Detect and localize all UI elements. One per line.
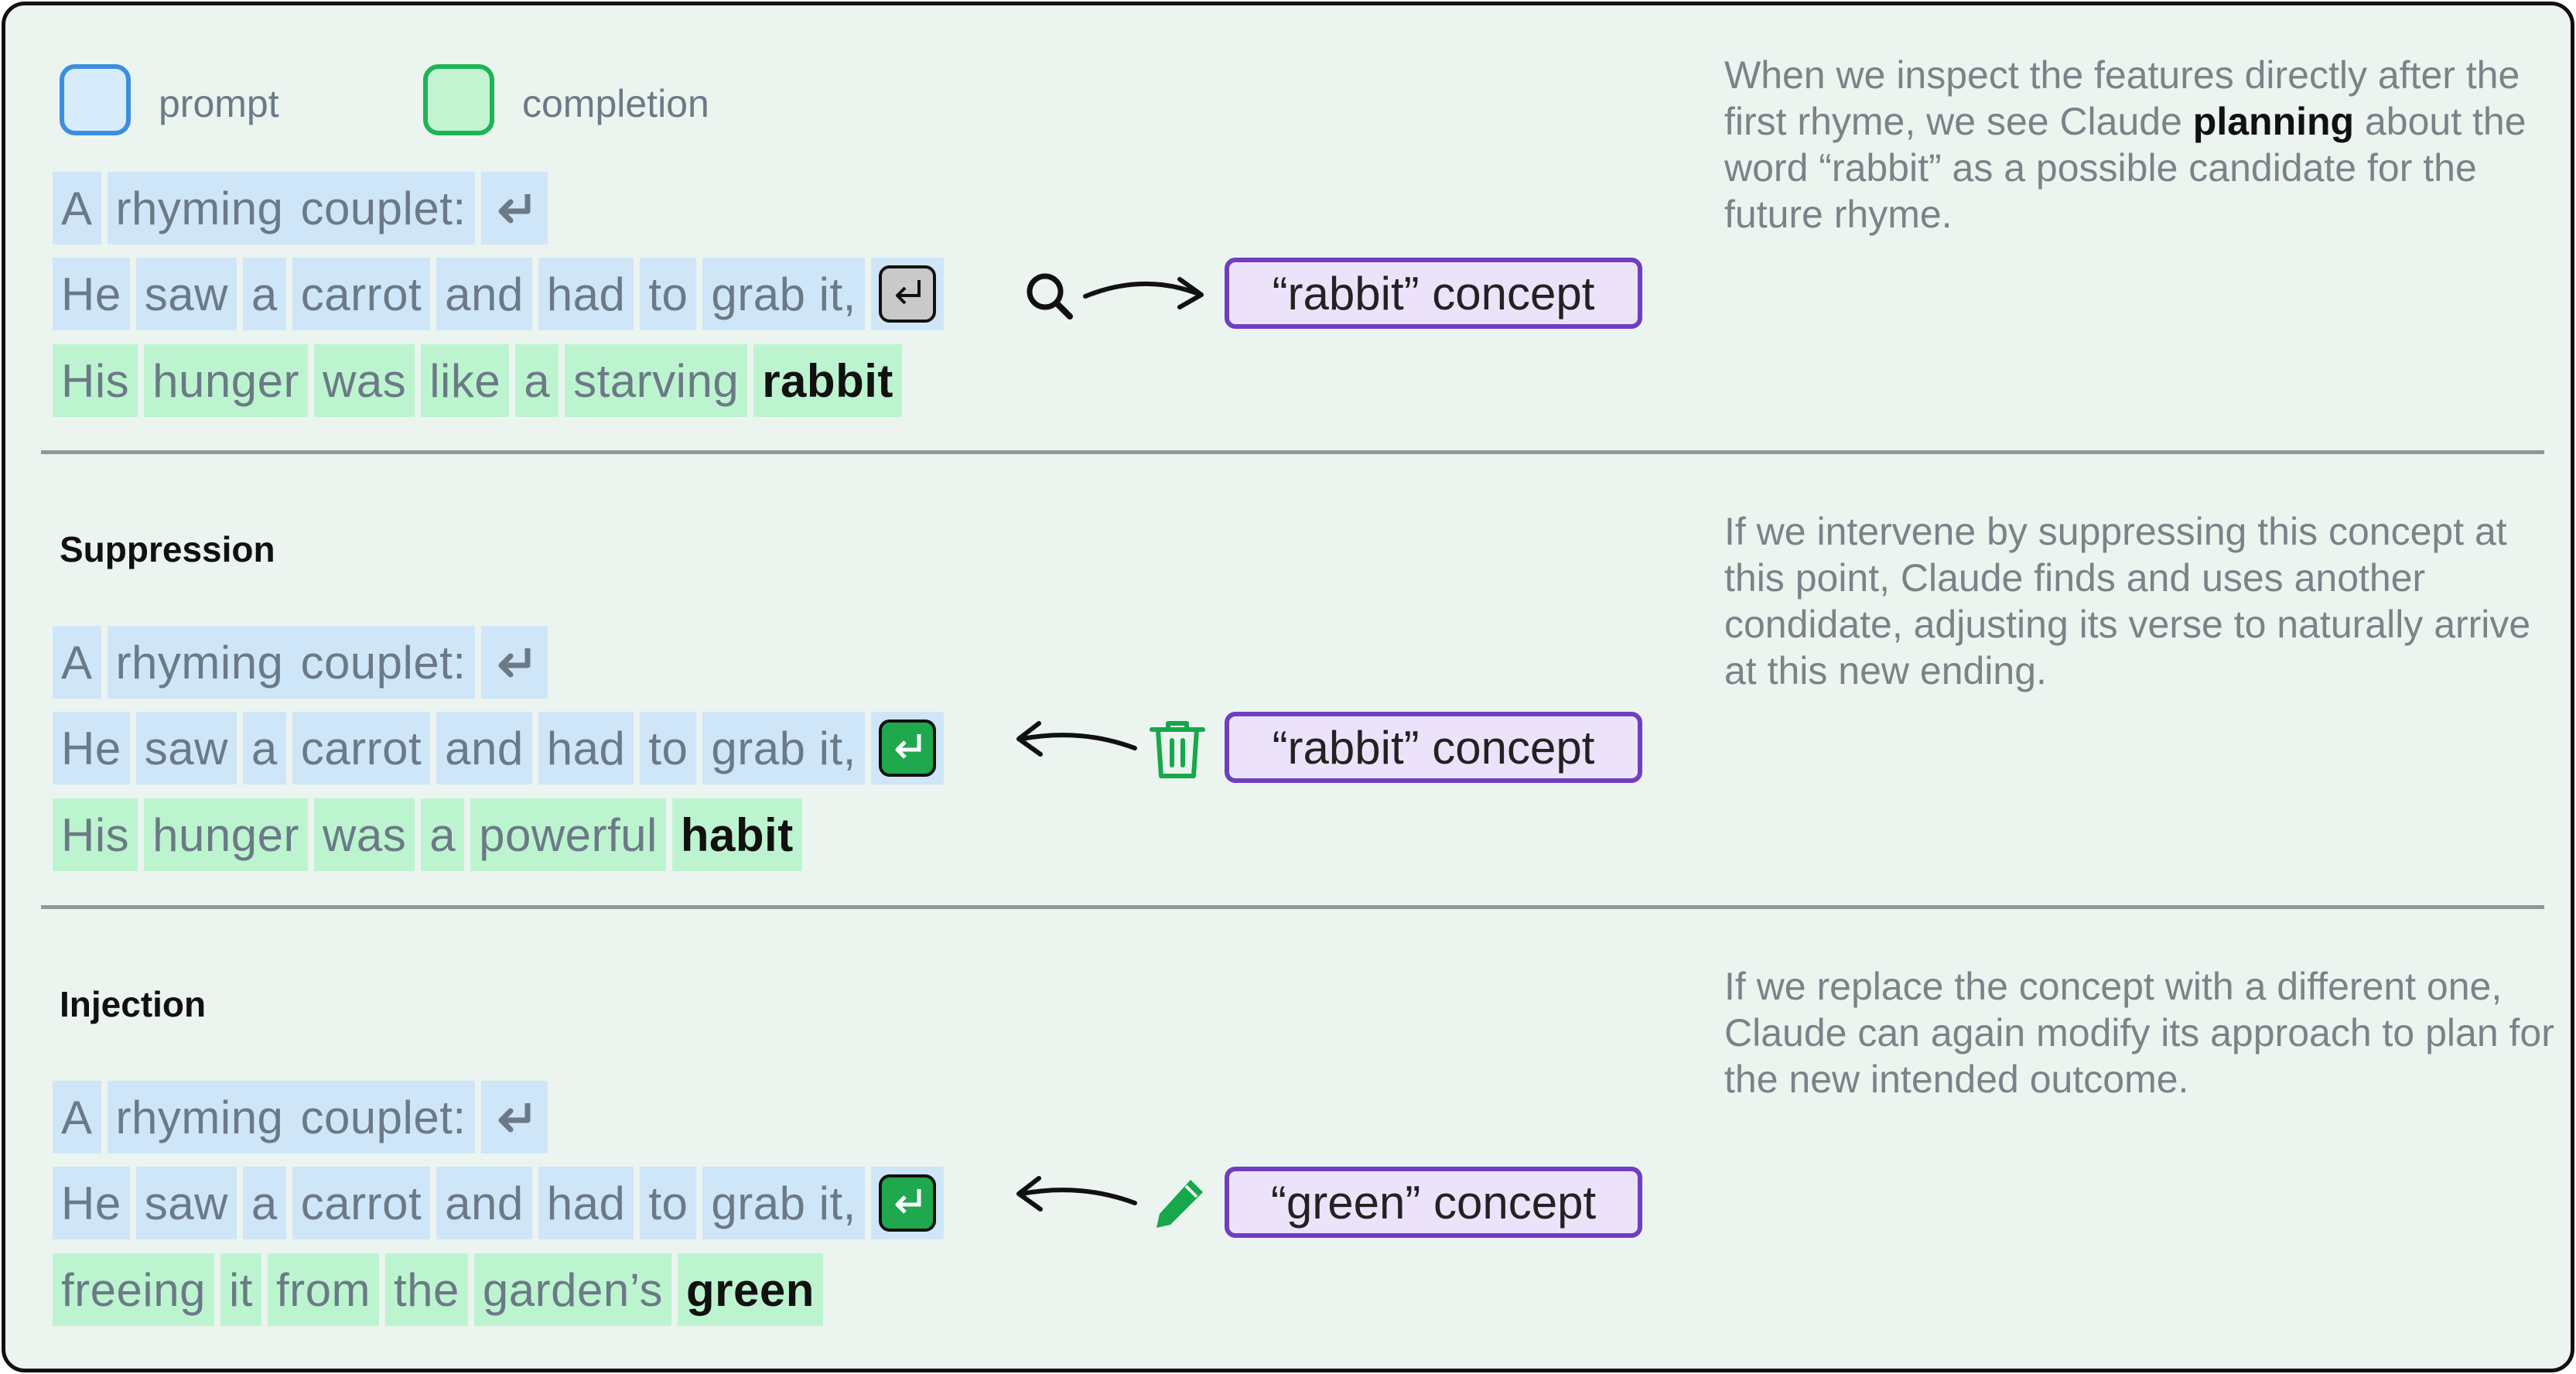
token: to bbox=[640, 712, 697, 784]
final-rhyme-token: rabbit bbox=[753, 344, 902, 417]
section1-description: When we inspect the features directly af… bbox=[1724, 53, 2526, 236]
token: freeing bbox=[53, 1253, 214, 1326]
token: starving bbox=[565, 344, 748, 417]
section1-prompt-row1: A rhyming couplet: bbox=[53, 172, 548, 244]
token: rhyming bbox=[107, 626, 292, 699]
final-rhyme-token: green bbox=[677, 1253, 823, 1326]
token: A bbox=[53, 1081, 101, 1154]
enter-key-icon bbox=[878, 719, 936, 777]
token: A bbox=[53, 626, 101, 699]
completion-legend-swatch bbox=[423, 64, 494, 135]
return-arrow-icon bbox=[498, 648, 531, 678]
token: He bbox=[53, 258, 130, 330]
token: a bbox=[242, 258, 286, 330]
divider bbox=[41, 450, 2544, 454]
token: grab it, bbox=[702, 258, 865, 330]
token: it bbox=[220, 1253, 261, 1326]
enter-key-icon bbox=[878, 1174, 936, 1232]
token: and bbox=[436, 712, 532, 784]
token: like bbox=[421, 344, 510, 417]
token: and bbox=[436, 1167, 532, 1239]
arrow-right-icon bbox=[1083, 277, 1204, 309]
token: was bbox=[314, 344, 415, 417]
token: a bbox=[421, 798, 465, 871]
token: saw bbox=[135, 1167, 237, 1239]
return-arrow-icon bbox=[498, 1103, 531, 1133]
section1-prompt-row2: He saw a carrot and had to grab it, bbox=[53, 258, 944, 330]
token: a bbox=[515, 344, 559, 417]
token: a bbox=[242, 712, 286, 784]
completion-legend-label: completion bbox=[522, 82, 709, 125]
token: had bbox=[538, 712, 634, 784]
return-arrow-icon bbox=[498, 194, 531, 224]
final-rhyme-token: habit bbox=[671, 798, 802, 871]
newline-token bbox=[870, 258, 944, 330]
newline-token bbox=[480, 1081, 548, 1154]
newline-token bbox=[870, 1167, 944, 1239]
token: was bbox=[314, 798, 415, 871]
token: hunger bbox=[144, 344, 308, 417]
token: carrot bbox=[292, 1167, 431, 1239]
section-title-suppression: Suppression bbox=[60, 529, 275, 569]
concept-box: “rabbit” concept bbox=[1225, 258, 1642, 329]
token: carrot bbox=[292, 712, 431, 784]
token: from bbox=[267, 1253, 379, 1326]
newline-token bbox=[480, 172, 548, 244]
token: saw bbox=[135, 258, 237, 330]
section2-description: If we intervene by suppressing this conc… bbox=[1724, 510, 2531, 692]
token: to bbox=[640, 1167, 697, 1239]
token: rhyming bbox=[107, 1081, 292, 1154]
token: grab it, bbox=[702, 712, 865, 784]
token: His bbox=[53, 798, 138, 871]
token: carrot bbox=[292, 258, 431, 330]
token: to bbox=[640, 258, 697, 330]
token: couplet: bbox=[292, 172, 475, 244]
token: rhyming bbox=[107, 172, 292, 244]
prompt-legend-swatch bbox=[60, 64, 131, 135]
divider bbox=[41, 905, 2544, 909]
trash-icon bbox=[1150, 721, 1205, 778]
section-title-injection: Injection bbox=[60, 984, 207, 1024]
section2-prompt-row1: A rhyming couplet: bbox=[53, 626, 548, 699]
token: His bbox=[53, 344, 138, 417]
token: powerful bbox=[470, 798, 666, 871]
token: couplet: bbox=[292, 1081, 475, 1154]
section2-prompt-row2: He saw a carrot and had to grab it, bbox=[53, 712, 944, 784]
token: He bbox=[53, 712, 130, 784]
section3-completion-row: freeing it from the garden’s green bbox=[53, 1253, 823, 1326]
pencil-icon bbox=[1156, 1180, 1203, 1228]
newline-token bbox=[870, 712, 944, 784]
arrow-left-icon bbox=[1016, 721, 1137, 757]
token: He bbox=[53, 1167, 130, 1239]
token: hunger bbox=[144, 798, 308, 871]
token: A bbox=[53, 172, 101, 244]
section3-prompt-row1: A rhyming couplet: bbox=[53, 1081, 548, 1154]
magnifier-icon bbox=[1027, 273, 1073, 320]
token: had bbox=[538, 1167, 634, 1239]
concept-box: “green” concept bbox=[1225, 1167, 1642, 1238]
section3-prompt-row2: He saw a carrot and had to grab it, bbox=[53, 1167, 944, 1239]
newline-token bbox=[480, 626, 548, 699]
concept-box: “rabbit” concept bbox=[1225, 712, 1642, 783]
token: saw bbox=[135, 712, 237, 784]
section3-description: If we replace the concept with a differe… bbox=[1724, 965, 2554, 1101]
token: a bbox=[242, 1167, 286, 1239]
token: had bbox=[538, 258, 634, 330]
token: couplet: bbox=[292, 626, 475, 699]
section1-completion-row: His hunger was like a starving rabbit bbox=[53, 344, 902, 417]
token: grab it, bbox=[702, 1167, 865, 1239]
section2-completion-row: His hunger was a powerful habit bbox=[53, 798, 802, 871]
enter-key-icon bbox=[878, 265, 936, 323]
token: and bbox=[436, 258, 532, 330]
prompt-legend-label: prompt bbox=[159, 82, 279, 125]
token: the bbox=[384, 1253, 468, 1326]
arrow-left-icon bbox=[1016, 1176, 1137, 1212]
token: garden’s bbox=[473, 1253, 671, 1326]
